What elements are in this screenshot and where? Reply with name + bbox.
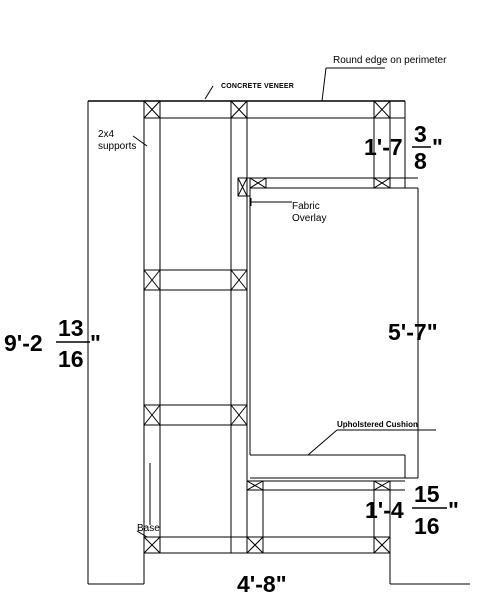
dimension-top-right-num: 3: [414, 121, 427, 147]
dimension-seat-height: 1'-4 15 16 ": [365, 481, 459, 539]
annotations: Round edge on perimeter CONCRETE VENEER …: [98, 55, 447, 534]
dimension-seat-height-whole: 1'-4: [365, 497, 404, 523]
upholstered-cushion-label: Upholstered Cushion: [337, 420, 418, 429]
supports-label-line1: 2x4: [98, 129, 115, 140]
dimension-seat-height-den: 16: [414, 513, 440, 539]
dimension-top-right: 1'-7 3 8 ": [364, 121, 443, 174]
dimension-top-right-whole: 1'-7: [364, 134, 403, 160]
leader-lines: [132, 67, 436, 538]
round-edge-label: Round edge on perimeter: [333, 55, 447, 66]
dimension-total-height-num: 13: [58, 315, 84, 341]
concrete-veneer-label: CONCRETE VENEER: [221, 83, 294, 90]
dimension-width: 4'-8": [237, 571, 287, 597]
supports-label-line2: supports: [98, 141, 136, 152]
block-markers: [143, 100, 391, 554]
dimension-seat-height-inch: ": [448, 497, 459, 523]
dimension-seat-height-num: 15: [414, 481, 440, 507]
dimension-top-right-inch: ": [432, 134, 443, 160]
dimension-total-height-whole: 9'-2: [4, 330, 43, 356]
dimension-total-height-inch: ": [90, 330, 101, 356]
fabric-overlay-label-line1: Fabric: [292, 201, 320, 212]
dimension-total-height-den: 16: [58, 346, 84, 372]
base-label: Base: [137, 523, 160, 534]
dimension-right-height: 5'-7": [388, 319, 438, 345]
dimension-top-right-den: 8: [414, 148, 427, 174]
fabric-overlay-label-line2: Overlay: [292, 213, 326, 224]
dimension-total-height: 9'-2 13 16 ": [4, 315, 101, 372]
